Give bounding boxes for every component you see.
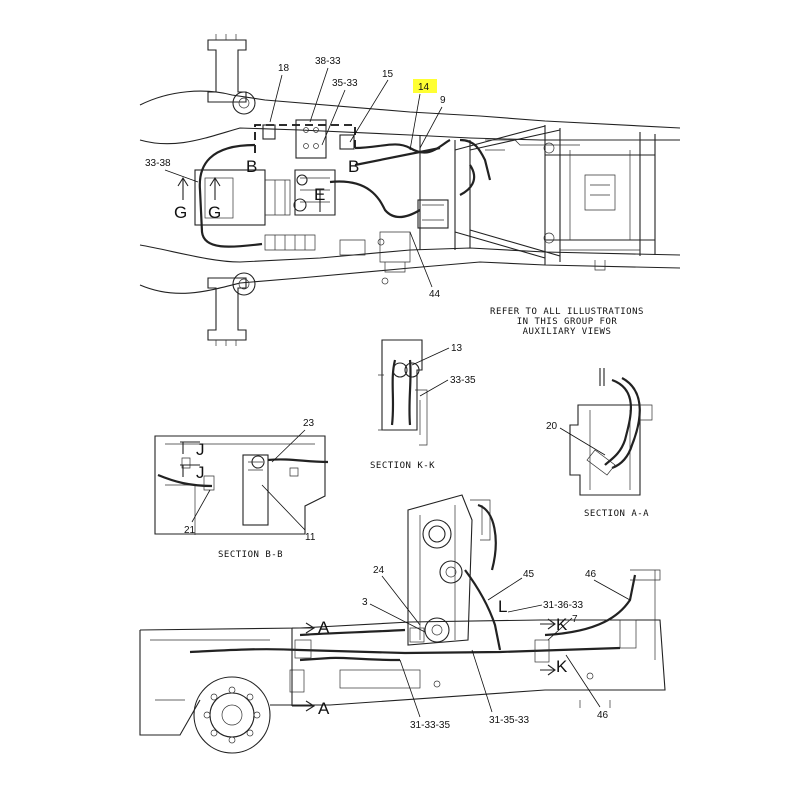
view-letter-k-lower: K: [556, 657, 568, 676]
callout-31-36-33: 31-36-33: [543, 600, 583, 611]
callout-13: 13: [451, 343, 463, 354]
callout-38-33: 38-33: [315, 56, 341, 67]
callout-15: 15: [382, 69, 394, 80]
section-k-k-view: 13 33-35 SECTION K-K: [370, 339, 476, 471]
section-k-k-label: SECTION K-K: [370, 461, 435, 471]
callout-44: 44: [429, 289, 441, 300]
callout-20: 20: [546, 421, 558, 432]
view-letter-l: L: [498, 597, 507, 616]
note-line-3: AUXILIARY VIEWS: [523, 327, 612, 337]
view-letter-g-right: G: [208, 203, 221, 222]
callout-14: 14: [418, 82, 430, 93]
callout-24: 24: [373, 565, 385, 576]
callout-11: 11: [305, 532, 316, 543]
top-view-callouts: 18 38-33 35-33 15 14 9 33-38 44 B B G G …: [145, 56, 446, 300]
view-letter-k-upper: K: [556, 615, 568, 634]
callout-46-lower: 46: [597, 710, 609, 721]
top-frame-view: [139, 34, 681, 346]
section-b-b-label: SECTION B-B: [218, 550, 283, 560]
view-letter-b-right: B: [348, 157, 359, 176]
callout-9: 9: [440, 95, 446, 106]
callout-3: 3: [362, 597, 368, 608]
callout-31-35-33: 31-35-33: [489, 715, 529, 726]
callout-45: 45: [523, 569, 535, 580]
view-letter-j-lower: J: [196, 463, 205, 482]
callout-33-38: 33-38: [145, 158, 171, 169]
callout-33-35: 33-35: [450, 375, 476, 386]
section-b-b-view: J J 23 21 11 SECTION B-B: [154, 418, 329, 560]
callout-7: 7: [572, 614, 578, 625]
view-letter-j-upper: J: [196, 440, 205, 459]
callout-35-33: 35-33: [332, 78, 358, 89]
view-letter-g-left: G: [174, 203, 187, 222]
callout-46-upper: 46: [585, 569, 597, 580]
auxiliary-views-note: REFER TO ALL ILLUSTRATIONS IN THIS GROUP…: [490, 307, 644, 337]
lower-view-callouts: 24 3 45 31-36-33 46 7 46 31-33-35 31-35-…: [362, 565, 631, 731]
note-line-1: REFER TO ALL ILLUSTRATIONS: [490, 307, 644, 317]
note-line-2: IN THIS GROUP FOR: [517, 317, 618, 327]
section-a-a-view: 20 SECTION A-A: [546, 368, 653, 519]
view-letter-a-upper: A: [318, 618, 330, 637]
callout-14-highlight: [413, 79, 437, 93]
callout-21: 21: [184, 525, 196, 536]
callout-23: 23: [303, 418, 315, 429]
callout-31-33-35: 31-33-35: [410, 720, 450, 731]
view-letter-b-left: B: [246, 157, 257, 176]
lower-side-view: A A K K L: [139, 494, 666, 754]
section-a-a-label: SECTION A-A: [584, 509, 649, 519]
view-letter-e: E: [314, 185, 325, 204]
callout-18: 18: [278, 63, 290, 74]
view-letter-a-lower: A: [318, 699, 330, 718]
